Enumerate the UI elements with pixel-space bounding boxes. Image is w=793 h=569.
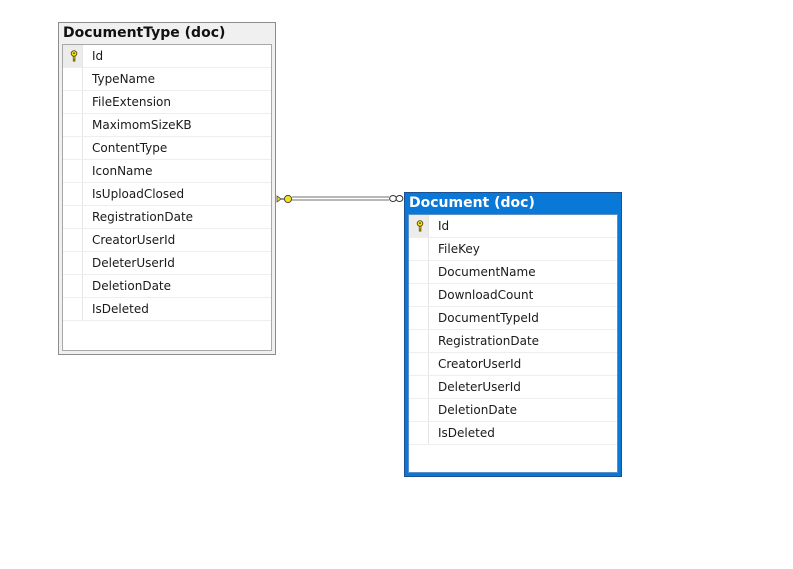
column-row[interactable]: DocumentName	[409, 261, 617, 284]
column-name: IsDeleted	[92, 302, 149, 316]
row-selector[interactable]	[63, 91, 83, 113]
column-row[interactable]: CreatorUserId	[63, 229, 271, 252]
row-selector[interactable]	[409, 284, 429, 306]
column-row[interactable]: MaximomSizeKB	[63, 114, 271, 137]
column-name: DeletionDate	[92, 279, 172, 293]
key-icon	[276, 194, 293, 204]
row-selector[interactable]	[409, 307, 429, 329]
row-selector[interactable]	[409, 399, 429, 421]
column-name: Id	[438, 219, 450, 233]
row-selector[interactable]	[63, 275, 83, 297]
column-row[interactable]: TypeName	[63, 68, 271, 91]
row-selector[interactable]	[63, 183, 83, 205]
row-selector[interactable]	[409, 353, 429, 375]
column-name: RegistrationDate	[92, 210, 194, 224]
relationship-line[interactable]	[292, 196, 389, 201]
column-name: DocumentName	[438, 265, 536, 279]
column-row[interactable]: CreatorUserId	[409, 353, 617, 376]
column-row[interactable]: IsDeleted	[409, 422, 617, 445]
column-name: Id	[92, 49, 104, 63]
column-row[interactable]: FileExtension	[63, 91, 271, 114]
row-selector[interactable]	[63, 298, 83, 320]
infinity-icon	[389, 195, 404, 202]
column-row[interactable]: DownloadCount	[409, 284, 617, 307]
column-name: FileExtension	[92, 95, 171, 109]
table-title: Document (doc)	[409, 195, 535, 211]
row-selector[interactable]	[63, 229, 83, 251]
column-row[interactable]: DeleterUserId	[409, 376, 617, 399]
row-selector[interactable]	[63, 137, 83, 159]
primary-key-icon	[70, 50, 78, 62]
column-name: IsDeleted	[438, 426, 495, 440]
column-name: DeleterUserId	[92, 256, 175, 270]
column-row[interactable]: IsUploadClosed	[63, 183, 271, 206]
column-row[interactable]: DeleterUserId	[63, 252, 271, 275]
column-name: TypeName	[92, 72, 155, 86]
column-row[interactable]: IsDeleted	[63, 298, 271, 321]
row-selector[interactable]	[63, 252, 83, 274]
column-row[interactable]: DeletionDate	[409, 399, 617, 422]
row-selector[interactable]	[63, 160, 83, 182]
column-name: ContentType	[92, 141, 168, 155]
row-selector[interactable]	[409, 330, 429, 352]
column-row[interactable]: IconName	[63, 160, 271, 183]
column-name: IconName	[92, 164, 153, 178]
column-row[interactable]: RegistrationDate	[63, 206, 271, 229]
column-row[interactable]: FileKey	[409, 238, 617, 261]
column-row[interactable]: Id	[63, 45, 271, 68]
column-row[interactable]: ContentType	[63, 137, 271, 160]
table-title: DocumentType (doc)	[63, 25, 226, 41]
column-name: IsUploadClosed	[92, 187, 185, 201]
column-row[interactable]: DocumentTypeId	[409, 307, 617, 330]
row-selector[interactable]	[409, 376, 429, 398]
row-selector[interactable]	[63, 206, 83, 228]
row-selector[interactable]	[409, 422, 429, 444]
column-name: DocumentTypeId	[438, 311, 539, 325]
row-selector[interactable]	[63, 68, 83, 90]
column-name: DeleterUserId	[438, 380, 521, 394]
column-name: CreatorUserId	[92, 233, 176, 247]
row-selector[interactable]	[409, 261, 429, 283]
row-selector[interactable]	[63, 114, 83, 136]
row-selector[interactable]	[409, 238, 429, 260]
column-name: MaximomSizeKB	[92, 118, 192, 132]
column-name: RegistrationDate	[438, 334, 540, 348]
column-name: CreatorUserId	[438, 357, 522, 371]
column-row[interactable]: Id	[409, 215, 617, 238]
column-name: DeletionDate	[438, 403, 518, 417]
column-row[interactable]: RegistrationDate	[409, 330, 617, 353]
column-name: FileKey	[438, 242, 480, 256]
column-row[interactable]: DeletionDate	[63, 275, 271, 298]
primary-key-icon	[416, 220, 424, 232]
column-name: DownloadCount	[438, 288, 534, 302]
